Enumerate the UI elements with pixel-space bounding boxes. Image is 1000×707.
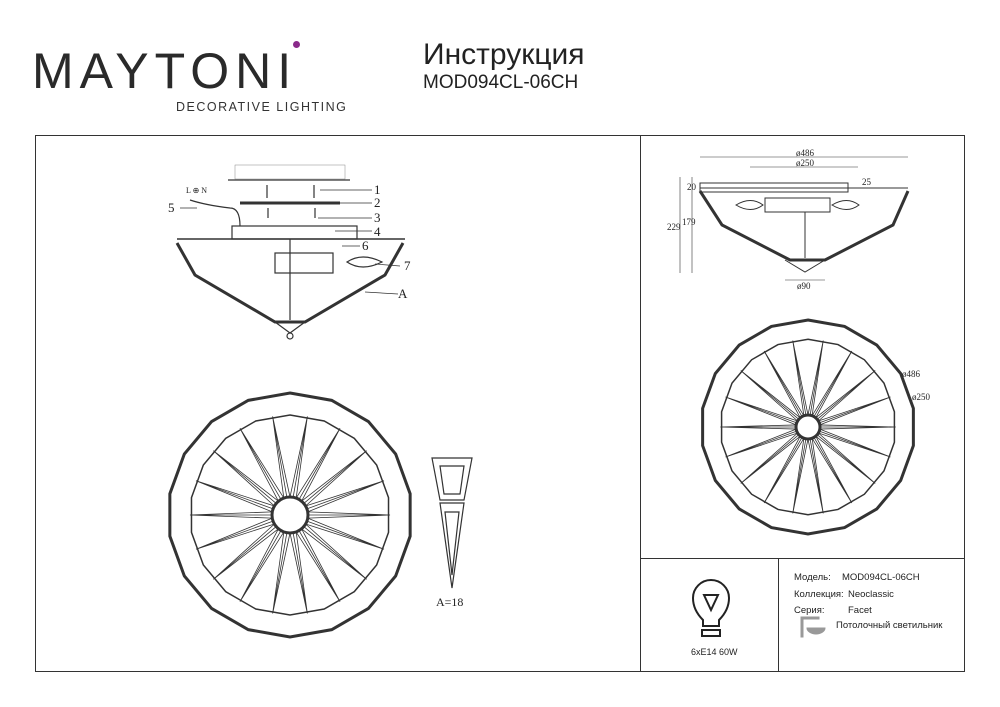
callout-a: A <box>398 286 408 301</box>
series-label: Серия: <box>794 605 825 616</box>
facet-line <box>295 428 341 502</box>
facet-line <box>792 438 809 514</box>
top-dim-486: ø486 <box>902 369 921 379</box>
facet-line <box>239 528 285 602</box>
logo-subtitle: DECORATIVE LIGHTING <box>176 100 348 114</box>
assembly-view <box>175 164 405 340</box>
facet-count: A=18 <box>436 595 463 609</box>
collection-value: Neoclassic <box>848 589 894 600</box>
callout-4: 4 <box>374 224 381 239</box>
logo-dot <box>293 41 300 48</box>
facet-line <box>301 523 367 580</box>
page-title: Инструкция <box>423 38 585 71</box>
callout-2: 2 <box>374 195 381 210</box>
facet-line <box>195 517 275 550</box>
center-hub <box>270 495 310 535</box>
model-code: MOD094CL-06CH <box>423 72 579 93</box>
bulb-icon <box>691 579 731 637</box>
facet-line <box>811 436 853 504</box>
bulb-spec: 6xE14 60W <box>691 647 738 657</box>
series-value: Facet <box>848 605 872 616</box>
dim-179: 179 <box>682 217 696 227</box>
dimension-view <box>679 156 910 281</box>
facet-line <box>818 428 891 458</box>
facet-line <box>289 416 308 499</box>
callout-7: 7 <box>404 258 411 273</box>
divider <box>640 135 641 672</box>
facet-line <box>213 450 279 507</box>
divider <box>778 558 779 672</box>
dim-229: 229 <box>667 222 681 232</box>
brand-logo: MAYTONI <box>32 43 298 99</box>
facet-line <box>763 436 805 504</box>
ceiling-lamp-icon <box>800 616 826 638</box>
facet-line <box>818 396 891 426</box>
facet-line <box>272 531 291 614</box>
product-type: Потолочный светильник <box>836 620 943 631</box>
wiring-label: L ⊕ N <box>186 186 207 195</box>
facet-line <box>815 370 876 422</box>
facet-line <box>305 480 385 513</box>
dim-25: 25 <box>862 177 872 187</box>
callout-3: 3 <box>374 210 381 225</box>
facet-line <box>239 428 285 502</box>
facet-line <box>305 517 385 550</box>
drawing-frame <box>35 135 965 672</box>
facet-line <box>720 424 797 430</box>
facet-line <box>792 340 809 416</box>
rosette-top-view-left <box>168 391 412 639</box>
center-hub <box>794 413 822 441</box>
facet-line <box>740 370 801 422</box>
rosette-ring <box>190 414 390 616</box>
dim-250: ø250 <box>796 158 815 168</box>
facet-element: A=18 <box>431 457 473 609</box>
rosette-ring <box>168 391 412 639</box>
callout-6: 6 <box>362 238 369 253</box>
callout-1: 1 <box>374 182 381 197</box>
facet-line <box>807 438 824 514</box>
callout-5: 5 <box>168 200 175 215</box>
facet-line <box>725 428 798 458</box>
divider <box>640 558 965 559</box>
dim-90: ø90 <box>797 281 811 291</box>
collection-label: Коллекция: <box>794 589 844 600</box>
facet-line <box>213 523 279 580</box>
facet-line <box>272 416 291 499</box>
facet-line <box>819 424 896 430</box>
dim-486: ø486 <box>796 148 815 158</box>
facet-line <box>811 350 853 418</box>
facet-line <box>807 340 824 416</box>
dim-20: 20 <box>687 182 697 192</box>
rosette-ring <box>720 338 896 516</box>
facet-line <box>740 432 801 484</box>
facet-line <box>295 528 341 602</box>
facet-line <box>189 511 273 519</box>
top-dim-250: ø250 <box>912 392 931 402</box>
facet-line <box>195 480 275 513</box>
facet-line <box>763 350 805 418</box>
rosette-ring <box>701 318 915 536</box>
model-value: MOD094CL-06CH <box>842 572 920 583</box>
facet-line <box>815 432 876 484</box>
facet-line <box>301 450 367 507</box>
facet-line <box>725 396 798 426</box>
facet-line <box>307 511 391 519</box>
rosette-top-view-right <box>701 318 915 536</box>
model-label: Модель: <box>794 572 831 583</box>
facet-line <box>289 531 308 614</box>
